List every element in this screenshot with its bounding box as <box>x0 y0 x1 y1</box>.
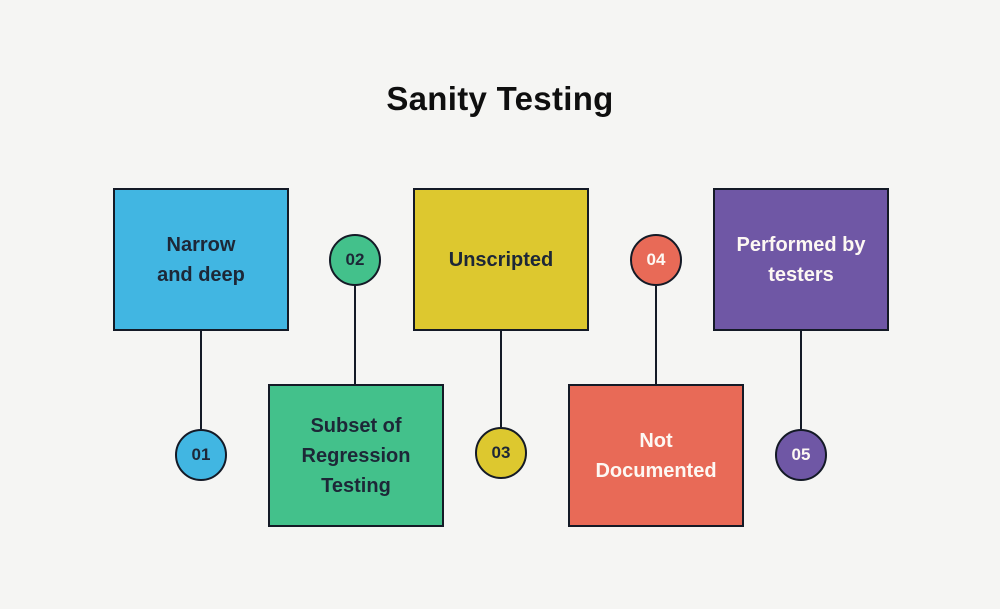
box-not-documented: Not Documented <box>568 384 744 527</box>
circle-03: 03 <box>475 427 527 479</box>
box-narrow-and-deep: Narrow and deep <box>113 188 289 331</box>
connector-line-03 <box>500 331 502 427</box>
box-performed-by-testers: Performed by testers <box>713 188 889 331</box>
circle-01: 01 <box>175 429 227 481</box>
circle-04: 04 <box>630 234 682 286</box>
circle-05: 05 <box>775 429 827 481</box>
connector-line-02 <box>354 286 356 384</box>
box-subset-of-regression-testing: Subset of Regression Testing <box>268 384 444 527</box>
diagram-title: Sanity Testing <box>386 80 614 117</box>
box-unscripted: Unscripted <box>413 188 589 331</box>
connector-line-04 <box>655 286 657 384</box>
connector-line-01 <box>200 331 202 429</box>
circle-02: 02 <box>329 234 381 286</box>
connector-line-05 <box>800 331 802 429</box>
